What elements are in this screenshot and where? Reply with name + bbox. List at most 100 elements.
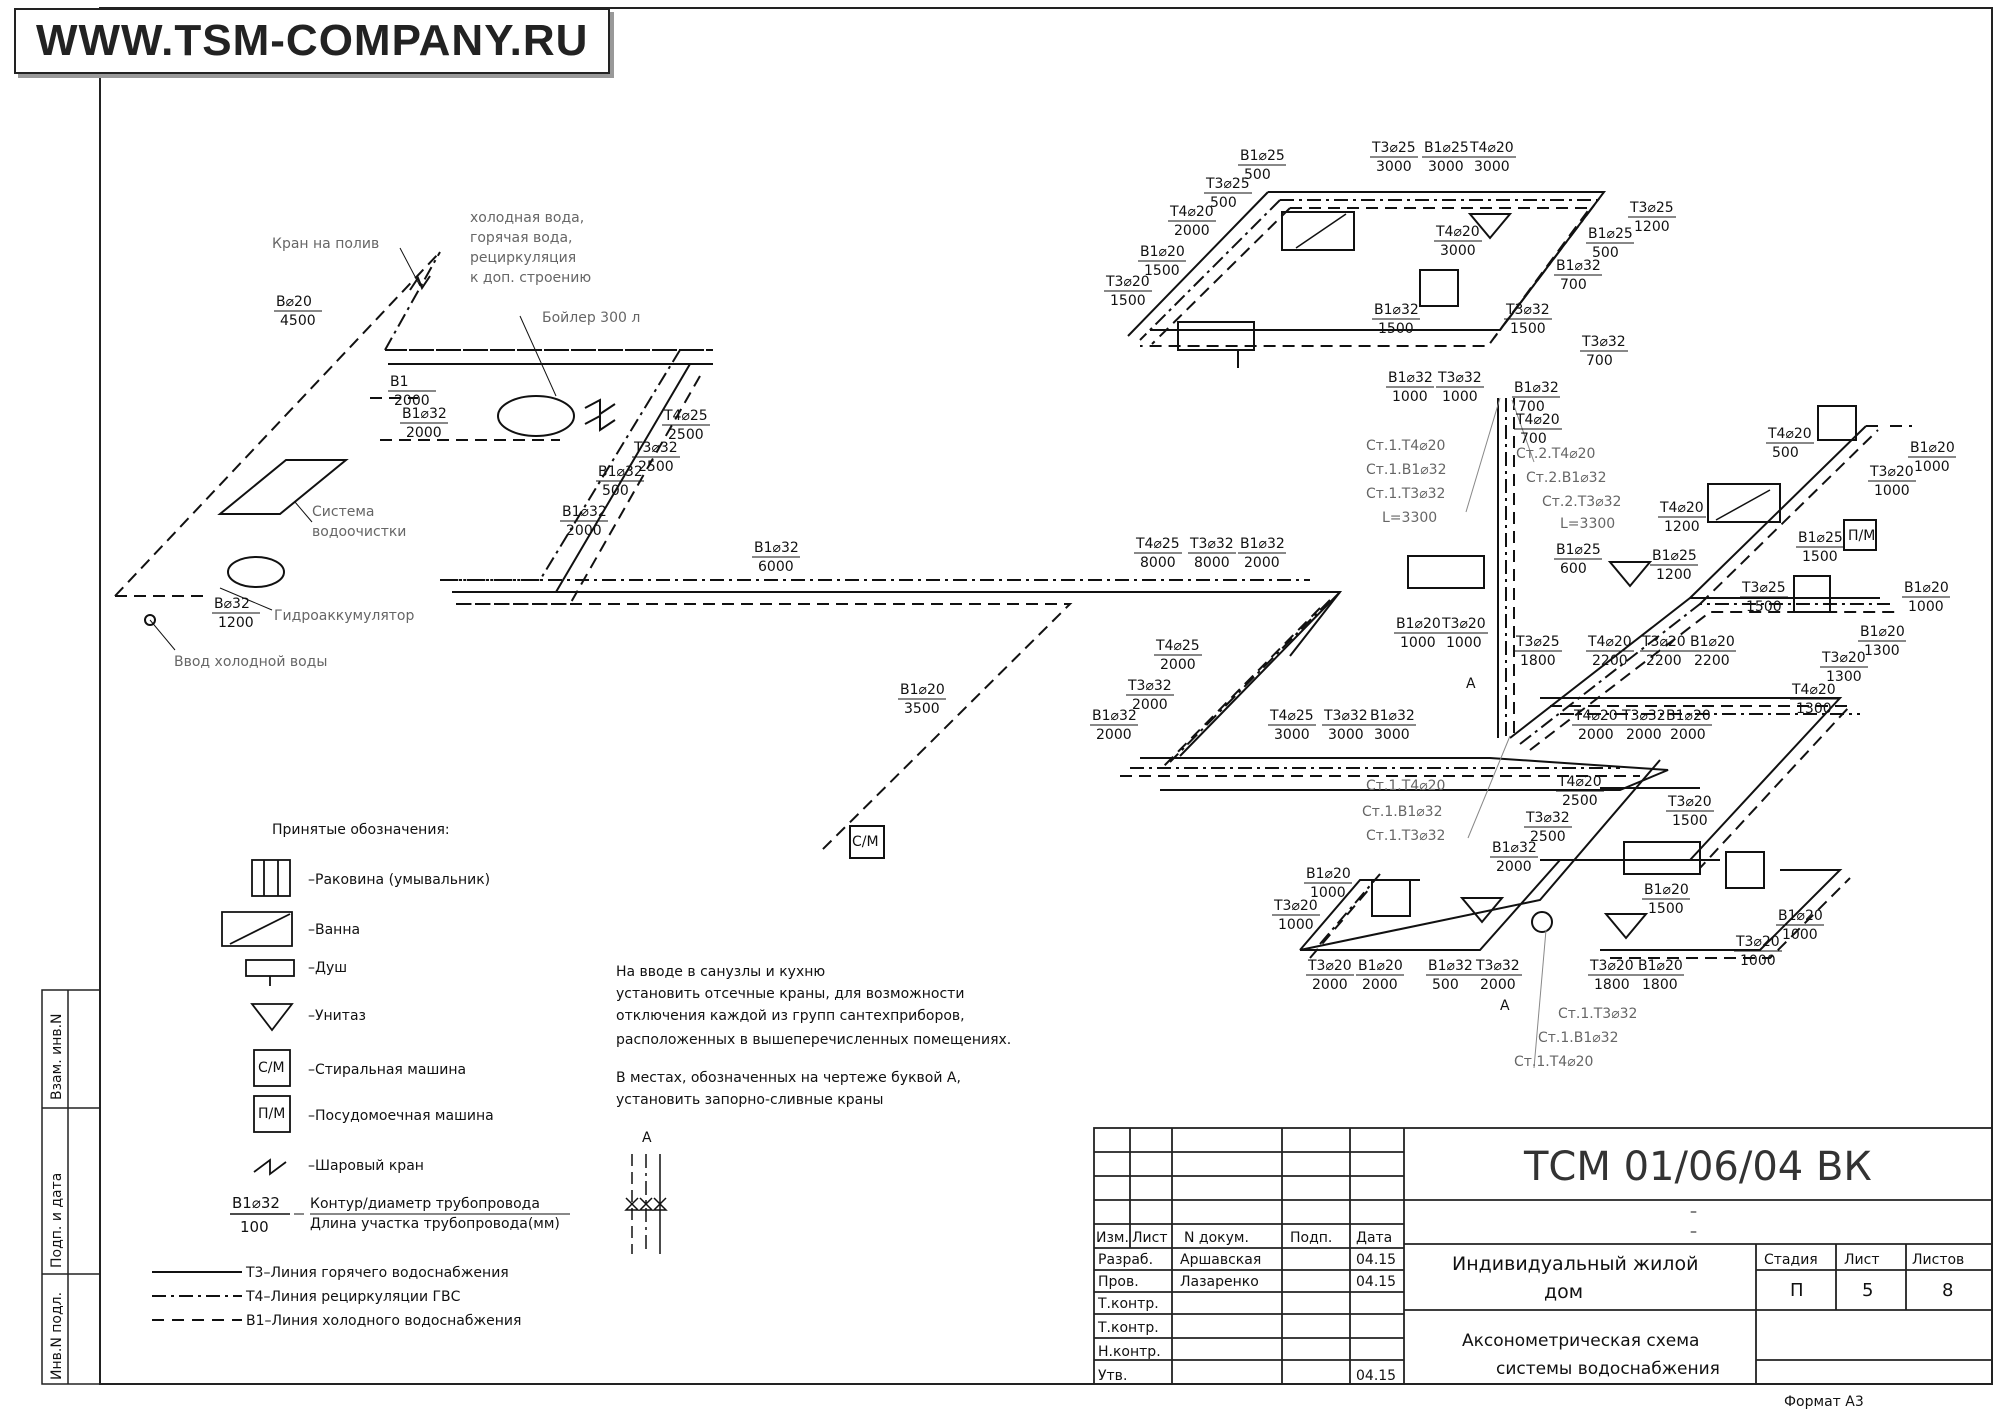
toilet-top (1467, 213, 1513, 240)
riser-ul-3: Ст.1.Т3⌀32 (1366, 486, 1445, 502)
washbasin-top (1419, 269, 1459, 307)
pipe-label-spec: В1⌀20 (1910, 440, 1955, 456)
left-callouts: Кран на полив холодная вода, горячая вод… (174, 210, 879, 850)
shower-top (1177, 321, 1255, 351)
pipe-label-spec: Т3⌀32 (1581, 334, 1626, 350)
legend-item-2: –Ванна (308, 922, 360, 938)
pipe-label-spec: Т3⌀25 (1515, 634, 1560, 650)
stamp-vzam-inv: Взам. инв.N (49, 1013, 65, 1100)
pipe-label: Т3⌀25 1500 (1740, 580, 1788, 615)
pipe-label-spec: Т3⌀25 (1205, 176, 1250, 192)
pipe-label-length: 1200 (1634, 219, 1670, 235)
pipe-label-length: 1200 (1656, 567, 1692, 583)
pipe-label-spec: В1⌀25 (1556, 542, 1601, 558)
pipe-label-length: 500 (1244, 167, 1271, 183)
pipe-label-spec: В1⌀25 (1588, 226, 1633, 242)
washbasin-mid (1793, 575, 1831, 613)
note-mark-a: А (642, 1130, 652, 1146)
riser-m-2: Ст.1.В1⌀32 (1362, 804, 1443, 820)
pipe-label-length: 2000 (1626, 727, 1662, 743)
drain-valve-icon (624, 1197, 640, 1211)
tb-role-6: Утв. (1098, 1368, 1127, 1384)
bathtub-top (1281, 211, 1355, 251)
pipe-label-length: 1500 (1746, 599, 1782, 615)
pipe-label-spec: Т3⌀25 (1741, 580, 1786, 596)
note-1-line-4: расположенных в вышеперечисленных помеще… (616, 1032, 1011, 1048)
pipe-label-length: 2000 (1496, 859, 1532, 875)
callout-gidroakkum: Гидроаккумулятор (274, 608, 414, 624)
pipe-label-spec: Т4⌀20 (1791, 682, 1836, 698)
pipe-label-spec: Т4⌀25 (1155, 638, 1200, 654)
pipe-label-spec: Т3⌀20 (1589, 958, 1634, 974)
pipe-label-spec: В1⌀20 (900, 682, 945, 698)
pipe-label-length: 8000 (1194, 555, 1230, 571)
pipe-label-spec: Т4⌀20 (1557, 774, 1602, 790)
note-1-line-1: На вводе в санузлы и кухню (616, 964, 825, 980)
pipe-label-spec: Т4⌀25 (1135, 536, 1180, 552)
pipe-label-length: 2000 (1362, 977, 1398, 993)
tb-date-1: 04.15 (1356, 1252, 1396, 1268)
pipe-label-length: 1500 (1378, 321, 1414, 337)
shower-mid (1407, 555, 1485, 589)
boiler-icon (497, 395, 575, 437)
pipe-label-spec: В1⌀32 (1374, 302, 1419, 318)
pipe-label-spec: Т4⌀25 (663, 408, 708, 424)
pipe-label-length: 1500 (1672, 813, 1708, 829)
note-1-line-2: установить отсечные краны, для возможнос… (616, 986, 964, 1002)
sheet-frame (99, 7, 1993, 1385)
pipe-label-spec: В1⌀20 (1778, 908, 1823, 924)
callout-dop-4: к доп. строению (470, 270, 591, 286)
pipe-label-spec: В1⌀20 (1140, 244, 1185, 260)
pipe-label-length: 1200 (1664, 519, 1700, 535)
toilet-mid (1607, 561, 1653, 588)
legend-item-1: –Раковина (умывальник) (308, 872, 490, 888)
pipe-label-length: 700 (1586, 353, 1613, 369)
tb-sheet-title-1: Аксонометрическая схема (1462, 1331, 1699, 1351)
tb-name-1: Аршавская (1180, 1252, 1261, 1268)
pipe-label: Т3⌀25 1200 (1628, 200, 1676, 235)
pipe-label-spec: Т3⌀20 (1667, 794, 1712, 810)
pipe-label: В1⌀20 1800 (1636, 958, 1684, 993)
riser-ul-4: L=3300 (1382, 510, 1437, 526)
pipe-label-length: 2000 (1160, 657, 1196, 673)
tb-stage-head: Стадия (1764, 1252, 1818, 1268)
tb-role-2: Пров. (1098, 1274, 1139, 1290)
pipe-label-length: 700 (1520, 431, 1547, 447)
legend-pm-badge: П/М (258, 1106, 285, 1122)
callout-dop-1: холодная вода, (470, 210, 584, 226)
stamp-inv-podl: Инв.N подл. (49, 1292, 65, 1380)
pipe-label-spec: Т3⌀20 (1869, 464, 1914, 480)
pipe-label-length: 2000 (406, 425, 442, 441)
pipe-label-spec: В1⌀25 (1798, 530, 1843, 546)
pipe-label-length: 1800 (1642, 977, 1678, 993)
pipe-label-length: 2000 (1096, 727, 1132, 743)
pipe-label-spec: Т3⌀32 (1323, 708, 1368, 724)
pipe-label-length: 3000 (1274, 727, 1310, 743)
pipe-label-length: 1500 (1110, 293, 1146, 309)
pipe-label-spec: В1⌀20 (1638, 958, 1683, 974)
tb-dash-1: – (1690, 1204, 1697, 1220)
legend-line-1: Т3–Линия горячего водоснабжения (245, 1265, 509, 1281)
pipe-label-length: 3000 (1328, 727, 1364, 743)
pipe-label-length: 2000 (1480, 977, 1516, 993)
pipe-label-spec: Т3⌀25 (1629, 200, 1674, 216)
pipe-label-length: 3000 (1440, 243, 1476, 259)
